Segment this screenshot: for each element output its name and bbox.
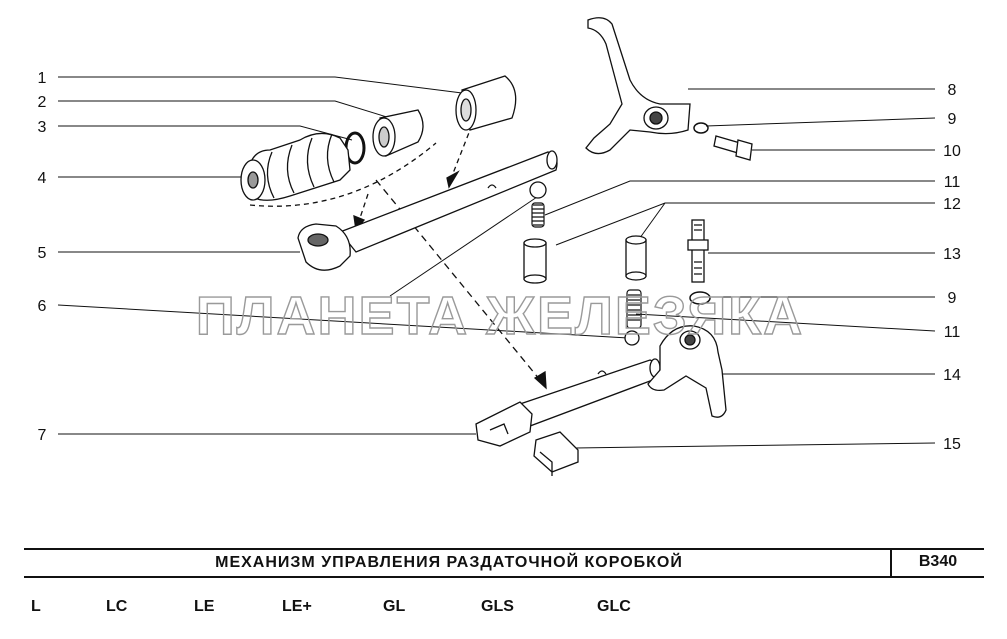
leader-lines [57, 76, 936, 449]
clip-part [689, 122, 711, 305]
diagram-code: B340 [890, 548, 984, 578]
callout-label: 2 [38, 94, 47, 111]
watermark-text: ПЛАНЕТА ЖЕЛЕЗЯКА [196, 286, 804, 346]
callout-label: 5 [38, 245, 47, 262]
guide-sleeve-part [372, 109, 424, 157]
callout-labels-right: 8 9 10 11 12 13 9 11 14 15 [943, 82, 961, 453]
callout-label: 11 [944, 324, 961, 341]
sleeve-part [523, 235, 647, 284]
retainer-part [533, 431, 579, 476]
callout-label: 15 [943, 436, 961, 453]
callout-label: 9 [948, 290, 957, 307]
ball-part [529, 181, 547, 199]
boot-part [240, 132, 351, 201]
title-bar: МЕХАНИЗМ УПРАВЛЕНИЯ РАЗДАТОЧНОЙ КОРОБКОЙ… [24, 548, 984, 578]
callout-label: 9 [948, 111, 957, 128]
stud-part [687, 219, 709, 283]
model-list: L LC LE LE+ GL GLS GLC [0, 598, 1007, 622]
model-label: LE [194, 598, 215, 615]
callout-label: 14 [943, 367, 961, 384]
callout-label: 8 [948, 82, 957, 99]
callout-label: 12 [943, 196, 961, 213]
callout-label: 13 [943, 246, 961, 263]
shift-rod-lower-part [475, 358, 661, 447]
fork-lower-part [647, 325, 727, 418]
page-title: МЕХАНИЗМ УПРАВЛЕНИЯ РАЗДАТОЧНОЙ КОРОБКОЙ [215, 554, 683, 571]
bushing-part [455, 75, 517, 131]
spring-lower-part [626, 289, 642, 329]
model-label: L [31, 598, 41, 615]
model-label: LE+ [282, 598, 312, 615]
callout-labels-left: 1 2 3 4 5 6 7 [38, 70, 47, 444]
callout-label: 7 [38, 427, 47, 444]
callout-label: 10 [943, 143, 961, 160]
model-label: LC [106, 598, 128, 615]
ball-lower-part [624, 330, 640, 346]
fork-upper-part [585, 17, 691, 155]
model-label: GL [383, 598, 406, 615]
parts-diagram: ПЛАНЕТА ЖЕЛЕЗЯКА 1 2 3 4 5 6 7 8 9 10 11… [38, 17, 961, 476]
model-label: GLC [597, 598, 631, 615]
callout-label: 4 [38, 170, 47, 187]
spring-upper-part [531, 202, 545, 228]
callout-label: 3 [38, 119, 47, 136]
bolt-part [713, 135, 753, 161]
shift-rod-upper-part [297, 150, 558, 271]
model-label: GLS [481, 598, 514, 615]
callout-label: 11 [944, 174, 961, 191]
callout-label: 6 [38, 298, 47, 315]
callout-label: 1 [38, 70, 47, 87]
